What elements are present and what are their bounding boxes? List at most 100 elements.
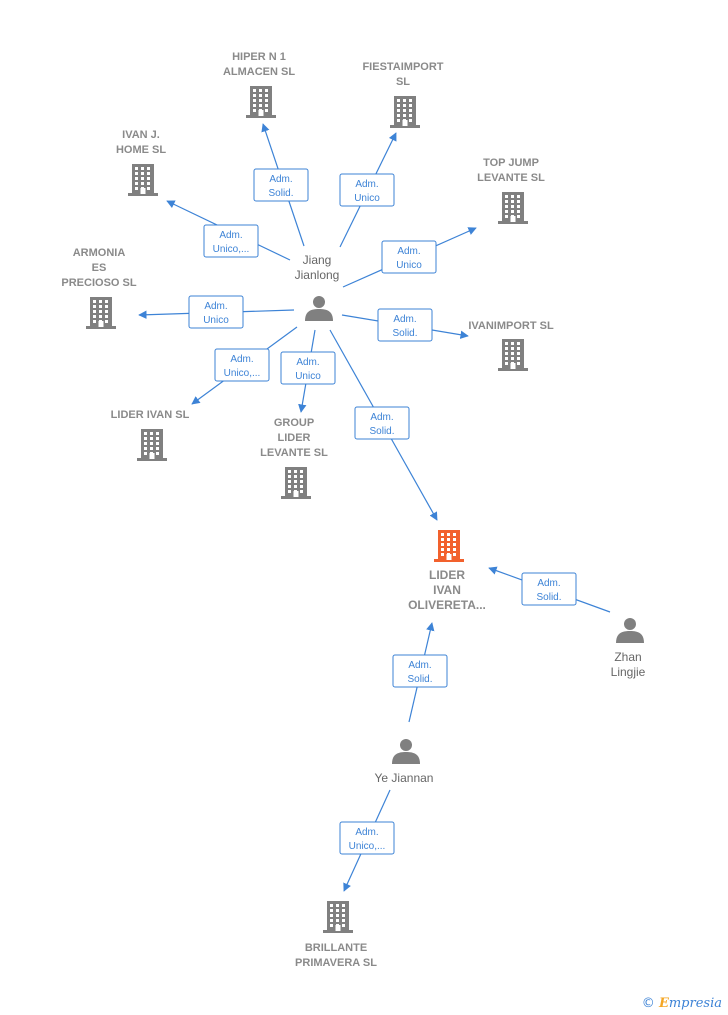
building-icon: [323, 901, 353, 933]
edge-label-box: [214, 348, 270, 382]
company-label-line: LEVANTE SL: [477, 172, 545, 184]
building-icon: [434, 530, 464, 562]
edge-label-line: Unico: [354, 193, 380, 204]
edge-focus-zhan[interactable]: Adm. Solid.: [488, 566, 611, 613]
edge-brillante[interactable]: Adm. Unico,...: [339, 789, 395, 892]
person-label-line: Ye Jiannan: [375, 771, 434, 785]
company-label-line: ALMACEN SL: [223, 66, 295, 78]
company-label-line: BRILLANTE: [305, 942, 367, 954]
empresia-watermark[interactable]: © Empresia: [642, 996, 722, 1011]
copyright-symbol: ©: [641, 996, 655, 1011]
company-label-line: LIDER IVAN SL: [111, 409, 190, 421]
building-icon: [498, 192, 528, 224]
edge-fiesta[interactable]: Adm. Unico: [339, 132, 397, 248]
company-node-brillante[interactable]: BRILLANTE PRIMAVERA SL: [295, 901, 377, 969]
company-node-ivanj[interactable]: IVAN J. HOME SL: [116, 129, 166, 196]
company-node-fiestaimport[interactable]: FIESTAIMPORT SL: [362, 61, 444, 128]
company-label-line: IVAN J.: [122, 129, 160, 141]
edge-label-box: [339, 821, 395, 855]
company-label-line: GROUP: [274, 417, 314, 429]
edge-label-line: Adm.: [269, 174, 292, 185]
nodes: HIPER N 1 ALMACEN SL FIESTAIMPORT SL IVAN J.…: [61, 51, 645, 969]
brand-initial: E: [658, 996, 669, 1011]
edge-topjump[interactable]: Adm. Unico: [342, 227, 477, 288]
person-icon: [305, 296, 333, 321]
company-label-line: LIDER: [278, 432, 311, 444]
edges: Adm.Solid.Adm.UnicoAdm.Unico,...Adm.Unic…: [138, 123, 611, 892]
company-label-line: HIPER N 1: [232, 51, 286, 63]
edge-label-box: [188, 295, 244, 329]
person-label-line: Lingjie: [611, 665, 646, 679]
edge-label-line: Unico,...: [349, 841, 386, 852]
edge-label-box: [280, 351, 336, 385]
building-icon: [128, 164, 158, 196]
edge-label-box: [381, 240, 437, 274]
edge-label-line: Adm.: [219, 230, 242, 241]
edge-label-line: Unico: [295, 371, 321, 382]
edge-focus-ye[interactable]: Adm.Solid.: [392, 622, 448, 723]
edge-liderivan[interactable]: Adm.Unico,...: [191, 326, 298, 405]
company-label-line: IVAN: [433, 583, 461, 597]
person-label-line: Zhan: [614, 650, 641, 664]
edge-label-box: [392, 654, 448, 688]
edge-label-box: [253, 168, 309, 202]
person-icon: [616, 618, 644, 643]
company-label-line: PRIMAVERA SL: [295, 957, 377, 969]
edge-label-box: [339, 173, 395, 207]
edge-ivanimport[interactable]: Adm. Solid.: [341, 308, 469, 342]
company-node-liderivan[interactable]: LIDER IVAN SL: [111, 409, 190, 461]
person-node-ye[interactable]: Ye Jiannan: [375, 739, 434, 785]
edge-label-line: Adm.: [230, 354, 253, 365]
edge-label-line: Unico: [396, 260, 422, 271]
building-icon: [137, 429, 167, 461]
edge-label-line: Adm.: [370, 412, 393, 423]
edge-label-box: [377, 308, 433, 342]
company-label-line: FIESTAIMPORT: [362, 61, 443, 73]
edge-label-line: Solid.: [268, 188, 293, 199]
edge-label-line: Adm.: [355, 179, 378, 190]
edge-label-box: [203, 224, 259, 258]
company-label-line: OLIVERETA...: [408, 598, 486, 612]
company-label-line: IVANIMPORT SL: [468, 320, 554, 332]
edge-hiper[interactable]: Adm. Solid.: [253, 123, 309, 247]
building-icon: [390, 96, 420, 128]
company-label-line: HOME SL: [116, 144, 166, 156]
edge-label-line: Solid.: [536, 592, 561, 603]
edge-armonia[interactable]: Adm. Unico: [138, 295, 295, 329]
edge-label-line: Adm.: [355, 827, 378, 838]
edge-label-line: Adm.: [296, 357, 319, 368]
edge-label-line: Unico,...: [213, 244, 250, 255]
company-node-hiper[interactable]: HIPER N 1 ALMACEN SL: [223, 51, 295, 118]
company-label-line: LIDER: [429, 568, 465, 582]
edge-focus-jiang[interactable]: Adm. Solid.: [329, 329, 438, 521]
company-label-line: ES: [92, 262, 107, 274]
edge-ivanj[interactable]: Adm. Unico,...: [166, 200, 291, 261]
company-node-ivanimport[interactable]: IVANIMPORT SL: [468, 320, 554, 371]
company-node-focus[interactable]: LIDERIVANOLIVERETA...: [408, 530, 486, 612]
edge-label-box: [354, 406, 410, 440]
company-node-group[interactable]: GROUP LIDER LEVANTE SL: [260, 417, 328, 499]
edge-label-line: Solid.: [392, 328, 417, 339]
edge-label-line: Adm.: [393, 314, 416, 325]
edge-label-line: Adm.: [397, 246, 420, 257]
building-icon: [281, 467, 311, 499]
person-label-line: Jiang: [303, 253, 332, 267]
edge-label-box: [521, 572, 577, 606]
person-label-line: Jianlong: [295, 268, 340, 282]
company-label-line: LEVANTE SL: [260, 447, 328, 459]
edge-label-line: Solid.: [369, 426, 394, 437]
company-label-line: SL: [396, 76, 410, 88]
edge-label-line: Adm.: [204, 301, 227, 312]
brand-name: mpresia: [668, 996, 722, 1011]
edge-label-line: Adm.: [537, 578, 560, 589]
company-label-line: PRECIOSO SL: [61, 277, 136, 289]
edge-group[interactable]: Adm. Unico: [280, 329, 336, 413]
person-icon: [392, 739, 420, 764]
edge-label-line: Solid.: [407, 674, 432, 685]
edge-label-line: Unico: [203, 315, 229, 326]
